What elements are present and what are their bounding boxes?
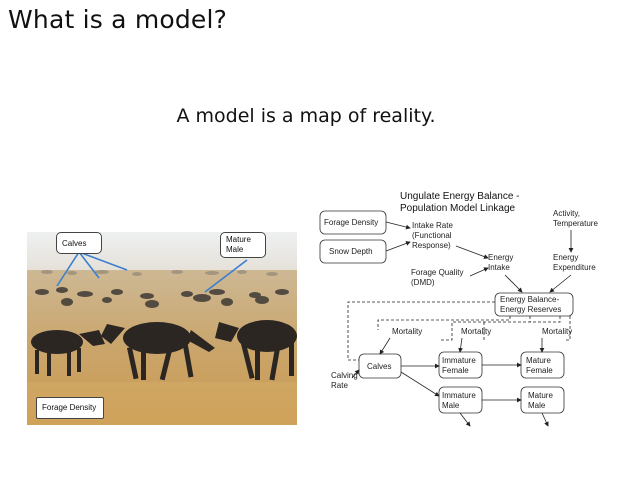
forage-density-callout-label: Forage Density: [42, 403, 97, 412]
mature-male-callout-line1: Mature: [226, 235, 251, 244]
calves-text: Calves: [367, 362, 391, 371]
energy-balance-text-2: Energy Reserves: [500, 305, 561, 314]
calving-text-1: Calving: [331, 371, 358, 380]
energy-intake-text-2: Intake: [488, 263, 510, 272]
intake-rate-text-3: Response): [412, 241, 451, 250]
forage-density-box: [319, 210, 387, 235]
energy-balance-box: [494, 292, 574, 317]
snow-depth-text: Snow Depth: [329, 247, 373, 256]
mature-male-text-1: Mature: [528, 391, 553, 400]
savanna-scene: [27, 232, 297, 425]
diagram-title-line1: Ungulate Energy Balance -: [400, 191, 520, 202]
immature-male-text-2: Male: [442, 401, 460, 410]
mature-female-box: [520, 351, 565, 379]
energy-intake-text-1: Energy: [488, 253, 513, 262]
forage-quality-text-2: (DMD): [411, 278, 435, 287]
immature-female-text-1: Immature: [442, 356, 476, 365]
mature-male-box: [520, 386, 565, 414]
mature-male-callout: Mature Male: [220, 232, 266, 258]
mature-male-callout-line2: Male: [226, 245, 244, 254]
mature-male-text-2: Male: [528, 401, 546, 410]
activity-text-1: Activity,: [553, 209, 580, 218]
forage-density-callout: Forage Density: [36, 397, 104, 419]
calves-callout: Calves: [56, 232, 102, 254]
callout-pointer-lines: [56, 251, 248, 293]
slide-title: What is a model?: [8, 5, 228, 34]
diagram-arrows: [351, 221, 574, 427]
forage-quality-text-1: Forage Quality: [411, 268, 463, 277]
energy-expenditure-text-2: Expenditure: [553, 263, 596, 272]
mortality-text-1: Mortality: [392, 327, 422, 336]
immature-female-text-2: Female: [442, 366, 469, 375]
immature-male-box: [438, 386, 483, 414]
mortality-text-3: Mortality: [542, 327, 572, 336]
intake-rate-text-2: (Functional: [412, 231, 452, 240]
diagram-title-line2: Population Model Linkage: [400, 203, 516, 214]
forage-density-text: Forage Density: [324, 218, 378, 227]
slide-subtitle: A model is a map of reality.: [176, 105, 436, 127]
immature-female-box: [438, 351, 483, 379]
mortality-text-2: Mortality: [461, 327, 491, 336]
intake-rate-text-1: Intake Rate: [412, 221, 453, 230]
activity-text-2: Temperature: [553, 219, 598, 228]
immature-male-text-1: Immature: [442, 391, 476, 400]
calves-callout-label: Calves: [62, 239, 87, 248]
mature-female-text-1: Mature: [526, 356, 551, 365]
snow-depth-box: [319, 239, 387, 264]
wildebeest-photo: [27, 232, 297, 425]
energy-expenditure-text-1: Energy: [553, 253, 578, 262]
calving-text-2: Rate: [331, 381, 348, 390]
diagram-feedback-lines: [347, 301, 571, 361]
calves-box: [358, 353, 402, 379]
mature-female-text-2: Female: [526, 366, 553, 375]
energy-balance-text-1: Energy Balance-: [500, 295, 559, 304]
